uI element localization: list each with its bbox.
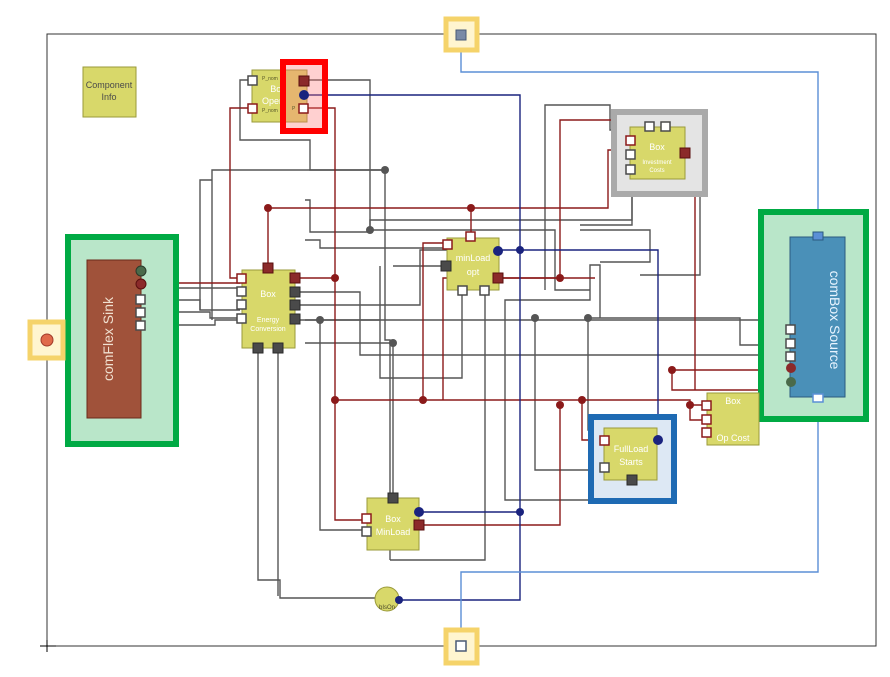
minload-opt-line2: opt [467, 267, 480, 277]
op-cost-block[interactable]: Box Op Cost [701, 392, 760, 446]
component-info-line1: Component [86, 80, 133, 90]
fullload-line2: Starts [619, 457, 643, 467]
fullload-block[interactable]: FullLoad Starts [599, 427, 663, 486]
left-connector-icon[interactable] [40, 333, 54, 347]
operation-line2: Oper [262, 96, 282, 106]
sink-label: comFlex Sink [100, 296, 116, 381]
top-connector-icon[interactable] [455, 29, 467, 41]
bison-block[interactable]: bIsOn [374, 586, 403, 612]
investment-line3: Costs [649, 168, 664, 174]
blue-wires [305, 94, 659, 601]
investment-block[interactable]: Box Investment Costs [625, 121, 691, 180]
investment-line1: Box [649, 142, 665, 152]
junction-dots [264, 166, 694, 516]
bison-label: bIsOn [379, 605, 395, 611]
bottom-connector-icon[interactable] [455, 640, 467, 652]
sink-block[interactable]: comFlex Sink [86, 259, 147, 419]
energy-conversion-line1: Box [260, 289, 276, 299]
source-label: comBox Source [827, 271, 843, 370]
minload-box-line2: MinLoad [376, 527, 411, 537]
minload-opt-block[interactable]: minLoad opt [440, 231, 504, 296]
operation-line1: Box [270, 84, 286, 94]
op-cost-line1: Box [725, 396, 741, 406]
minload-box-line1: Box [385, 514, 401, 524]
component-info-line2: Info [101, 92, 116, 102]
energy-conversion-line3: Conversion [250, 326, 286, 333]
fullload-line1: FullLoad [614, 444, 649, 454]
minload-box-block[interactable]: Box MinLoad [361, 492, 425, 551]
source-block[interactable]: comBox Source [785, 231, 846, 403]
op-cost-line2: Op Cost [716, 433, 750, 443]
investment-line2: Investment [642, 160, 672, 166]
operation-highlight [280, 59, 328, 134]
energy-conversion-block[interactable]: Box Energy Conversion [236, 262, 301, 354]
lightblue-wires [460, 48, 819, 632]
operation-pin3-label: P [292, 106, 296, 112]
minload-opt-line1: minLoad [456, 253, 491, 263]
operation-block[interactable]: P_nom P_nom Box Oper [247, 69, 308, 123]
left-connector-highlight [27, 319, 66, 361]
component-info-block[interactable]: Component Info [82, 66, 137, 118]
operation-pin2-label: P_nom [262, 108, 278, 114]
operation-pin1-label: P_nom [262, 76, 278, 82]
energy-conversion-line2: Energy [257, 317, 280, 324]
